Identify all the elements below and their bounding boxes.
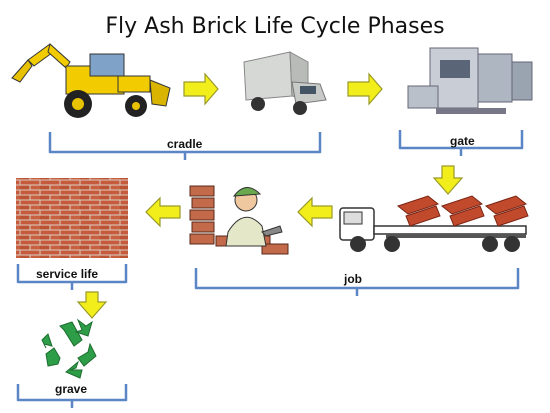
phase-label-service-life: service life [36,267,99,281]
arrow-down-2 [76,291,108,319]
cradle-bracket [48,132,322,160]
recycle-icon [41,318,97,379]
phase-label-job: job [344,272,362,286]
phase-label-gate: gate [450,134,475,148]
job-bracket [194,268,520,296]
phase-label-cradle: cradle [167,137,203,151]
service-life-bracket [16,264,128,290]
flatbed-truck-with-bricks-icon [339,195,529,252]
arrow-left-1 [297,196,333,228]
backhoe-loader-icon [11,43,171,118]
arrow-down-1 [432,165,464,195]
gate-bracket [398,130,524,156]
delivery-truck-icon [243,51,327,115]
bricklayer-icon [189,185,289,255]
arrow-right-2 [347,72,383,106]
arrow-left-2 [145,196,181,228]
phase-label-grave: grave [55,382,88,396]
diagram-title: Fly Ash Brick Life Cycle Phases [105,14,445,39]
brick-making-machine-icon [407,47,533,114]
grave-bracket [16,384,128,408]
arrow-right-1 [183,72,219,106]
brick-wall-icon [16,178,128,258]
